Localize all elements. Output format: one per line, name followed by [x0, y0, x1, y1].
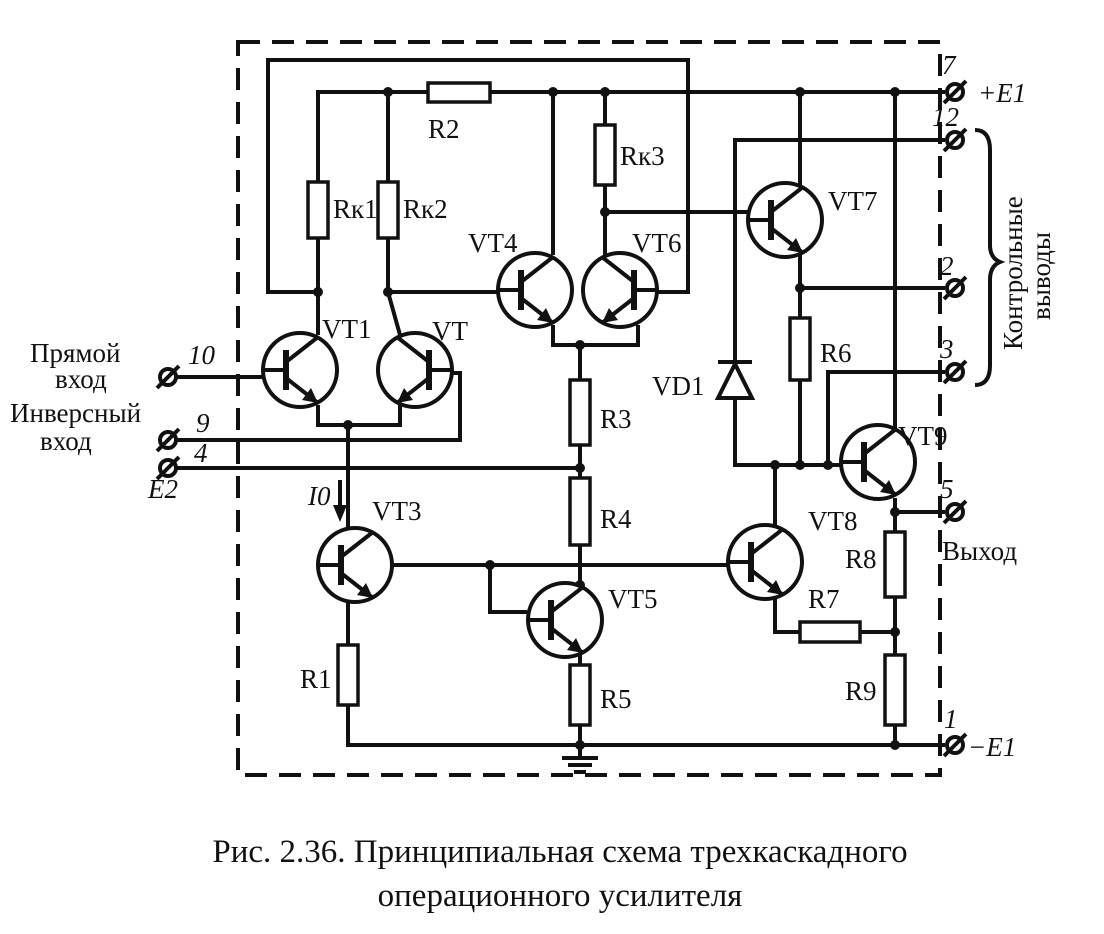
label-vt6: VT6 [632, 228, 682, 258]
label-vt2: VT [432, 316, 468, 346]
label-inverse-input-2: вход [40, 426, 92, 456]
emitter-arrow-icon [602, 308, 618, 323]
resistor-r7 [798, 620, 862, 644]
transistor-vt8 [726, 523, 804, 601]
emitter-arrow-icon [357, 583, 373, 598]
label-rk2: Rк2 [403, 194, 448, 224]
terminal-number-7: 7 [942, 50, 957, 80]
label-r4: R4 [600, 504, 632, 534]
terminal-t1[interactable] [942, 732, 968, 758]
terminal-number-9: 9 [196, 408, 210, 438]
label-i0: I0 [307, 481, 331, 511]
label-rk3: Rк3 [620, 141, 665, 171]
label-output: Выход [942, 536, 1017, 566]
terminal-number-12: 12 [932, 102, 959, 132]
label-vt7: VT7 [828, 186, 878, 216]
terminal-t2[interactable] [942, 275, 968, 301]
ground-symbol [562, 745, 598, 774]
label-plus-e1: +E1 [978, 78, 1026, 108]
transistor-vt7 [746, 181, 824, 259]
resistor-rk3 [593, 123, 617, 187]
resistor-r6 [788, 316, 812, 382]
transistor-vt4 [496, 251, 574, 329]
label-direct-input-2: вход [55, 364, 107, 394]
label-rk1: Rк1 [333, 194, 378, 224]
terminal-number-2: 2 [940, 251, 954, 281]
label-r6: R6 [820, 338, 852, 368]
label-direct-input-1: Прямой [30, 338, 120, 368]
label-vt9: VT9 [898, 421, 948, 451]
label-r5: R5 [600, 684, 632, 714]
label-control-1: Контрольные [998, 196, 1028, 350]
label-control-2: выводы [1026, 232, 1056, 320]
resistor-rk1 [306, 180, 330, 240]
terminal-t3[interactable] [942, 359, 968, 385]
label-vd1: VD1 [652, 371, 705, 401]
terminal-number-3: 3 [939, 334, 954, 364]
emitter-arrow-icon [537, 308, 553, 323]
terminal-t12[interactable] [942, 127, 968, 153]
label-r9: R9 [845, 676, 877, 706]
resistor-r9 [883, 653, 907, 727]
terminal-number-10: 10 [188, 340, 216, 370]
terminal-number-5: 5 [940, 474, 954, 504]
emitter-arrow-icon [880, 480, 896, 495]
label-e2: E2 [147, 474, 178, 504]
terminal-t9[interactable] [155, 427, 181, 453]
junction-dots [313, 87, 900, 750]
label-r8: R8 [845, 544, 877, 574]
transistor-vt9 [839, 423, 917, 501]
label-vt5: VT5 [608, 584, 658, 614]
label-r1: R1 [300, 664, 332, 694]
emitter-arrow-icon [767, 580, 783, 595]
terminal-number-1: 1 [944, 704, 958, 734]
terminal-t4[interactable] [155, 455, 181, 481]
label-vt1: VT1 [322, 314, 372, 344]
terminal-number-4: 4 [194, 438, 208, 468]
resistor-r1 [336, 643, 360, 707]
transistor-vt2 [376, 331, 454, 409]
emitter-arrow-icon [397, 388, 413, 403]
label-minus-e1: −E1 [968, 732, 1016, 762]
diode-vd1 [714, 359, 756, 400]
resistor-r5 [568, 663, 592, 727]
transistor-vt5 [526, 581, 604, 659]
label-vt8: VT8 [808, 506, 858, 536]
emitter-arrow-icon [787, 238, 803, 253]
terminal-t7[interactable] [942, 79, 968, 105]
resistor-r8 [883, 530, 907, 599]
terminal-t5[interactable] [942, 499, 968, 525]
label-r2: R2 [428, 114, 460, 144]
brace [974, 128, 1006, 387]
label-vt4: VT4 [468, 228, 518, 258]
resistor-r2 [426, 81, 492, 104]
emitter-arrow-icon [302, 388, 318, 403]
emitter-arrow-icon [567, 638, 583, 653]
label-r7: R7 [808, 584, 840, 614]
label-r3: R3 [600, 404, 632, 434]
current-arrow-icon [333, 480, 347, 522]
terminal-t10[interactable] [155, 364, 181, 390]
label-vt3: VT3 [372, 496, 422, 526]
wires [170, 58, 945, 747]
resistor-r3 [568, 378, 592, 447]
chip-boundary [236, 40, 942, 777]
transistor-vt6 [581, 251, 659, 329]
caption-line-1: Рис. 2.36. Принципиальная схема трехкаск… [212, 834, 907, 870]
label-inverse-input-1: Инверсный [10, 398, 141, 428]
resistor-r4 [568, 476, 592, 547]
transistor-vt1 [261, 331, 339, 409]
caption-line-2: операционного усилителя [378, 878, 743, 914]
resistor-rk2 [376, 180, 400, 240]
transistor-vt3 [316, 526, 394, 604]
